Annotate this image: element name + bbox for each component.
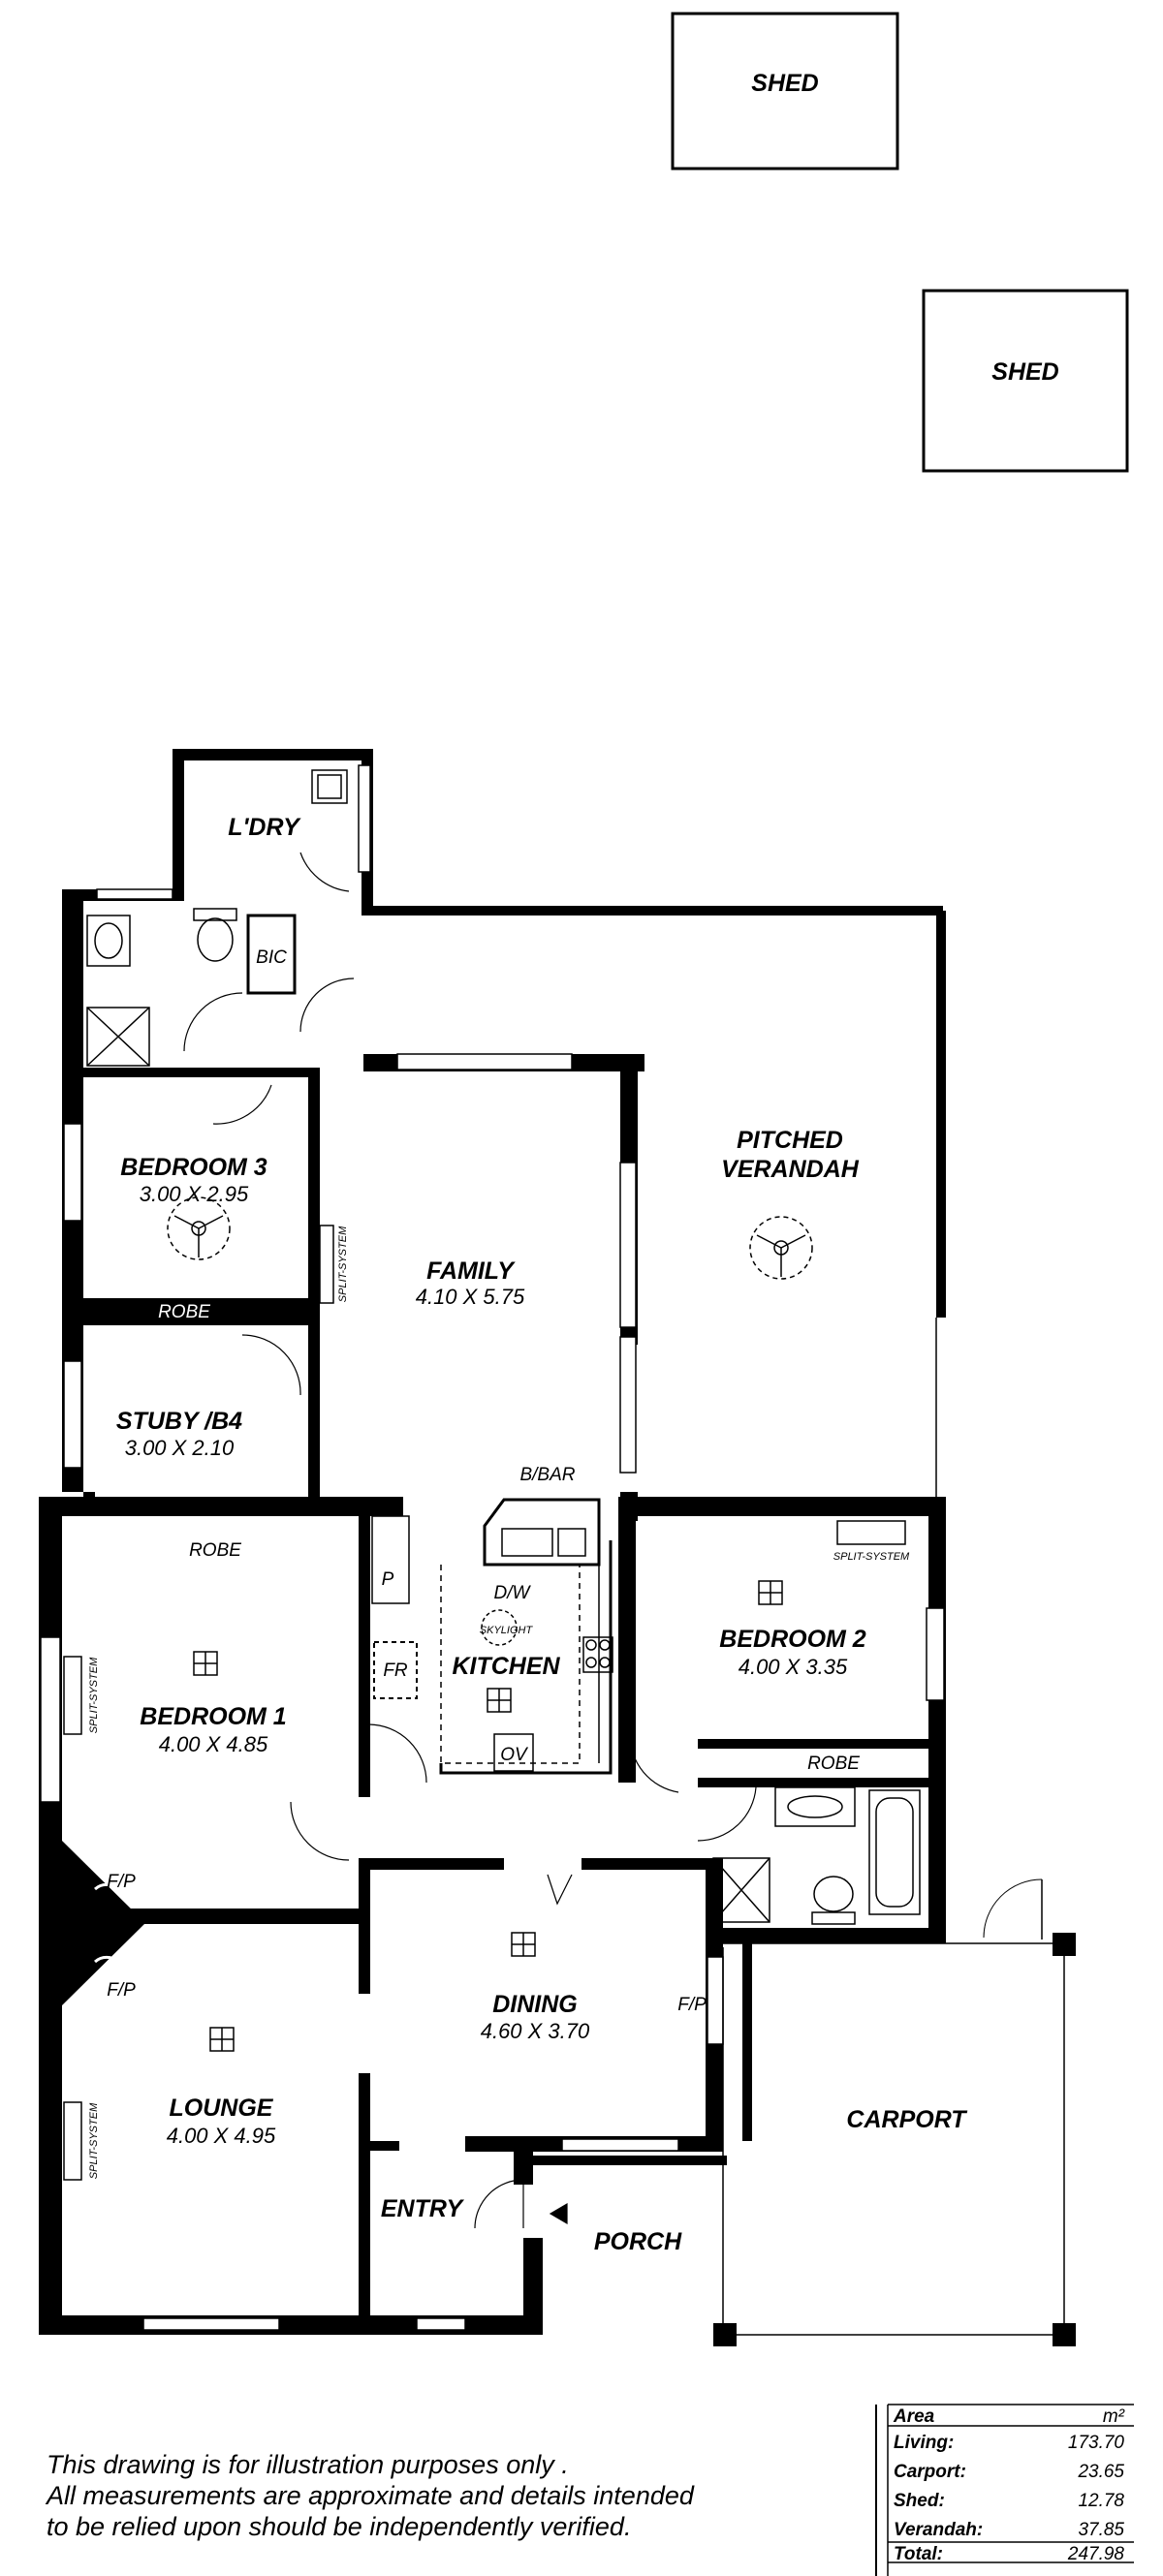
dining-name: DINING xyxy=(492,1991,578,2018)
pantry-label: P xyxy=(382,1569,394,1590)
area-row-value: 173.70 xyxy=(1068,2433,1125,2453)
area-row-value: 12.78 xyxy=(1078,2491,1124,2511)
family-name: FAMILY xyxy=(426,1257,516,1285)
skylight-label: SKYLIGHT xyxy=(480,1625,534,1636)
verandah-line2: VERANDAH xyxy=(721,1156,860,1183)
room-labels: L'DRY BIC BEDROOM 3 3.00 X 2.95 ROBE FAM… xyxy=(88,814,968,2255)
grid-icons xyxy=(193,1580,783,2052)
walls xyxy=(39,749,946,2335)
bedroom3-robe-label: ROBE xyxy=(158,1302,210,1322)
doors xyxy=(183,852,757,2229)
disclaimer-line3: to be relied upon should be independentl… xyxy=(47,2512,631,2541)
bedroom3-name: BEDROOM 3 xyxy=(120,1154,267,1181)
split-system-lounge-label: SPLIT-SYSTEM xyxy=(88,2102,100,2179)
entry-label: ENTRY xyxy=(381,2195,465,2222)
fp-dining-label: F/P xyxy=(677,1995,707,2015)
area-row-value: 23.65 xyxy=(1077,2462,1124,2482)
bathroom-fixtures xyxy=(86,769,921,1925)
carport-outline xyxy=(713,1878,1076,2346)
kitchen-fixtures xyxy=(371,1498,613,1775)
area-row-value: 37.85 xyxy=(1078,2520,1124,2540)
fridge-label: FR xyxy=(383,1660,408,1681)
area-row-label: Verandah: xyxy=(894,2520,983,2540)
fp-bottom-label: F/P xyxy=(107,1980,136,2001)
bedroom1-robe-label: ROBE xyxy=(189,1540,241,1561)
disclaimer-line2: All measurements are approximate and det… xyxy=(45,2481,695,2510)
shed-top-label: SHED xyxy=(751,70,818,97)
laundry-label: L'DRY xyxy=(228,814,301,841)
split-system-family-label: SPLIT-SYSTEM xyxy=(337,1226,349,1302)
area-row-label: Carport: xyxy=(894,2462,966,2482)
split-system-bed2-label: SPLIT-SYSTEM xyxy=(833,1551,910,1563)
ceiling-fan-bed3 xyxy=(167,1196,231,1260)
fp-top-label: F/P xyxy=(107,1872,136,1892)
windows xyxy=(40,764,945,2331)
lounge-dims: 4.00 X 4.95 xyxy=(167,2124,276,2148)
bedroom2-name: BEDROOM 2 xyxy=(719,1626,866,1653)
family-dims: 4.10 X 5.75 xyxy=(416,1285,525,1309)
split-system-bed1-label: SPLIT-SYSTEM xyxy=(88,1657,100,1733)
area-row-label: Shed: xyxy=(894,2491,945,2511)
area-header-unit: m² xyxy=(1103,2406,1125,2427)
dining-dims: 4.60 X 3.70 xyxy=(481,2019,590,2043)
carport-label: CARPORT xyxy=(846,2106,968,2133)
area-total-label: Total: xyxy=(894,2544,943,2564)
lounge-name: LOUNGE xyxy=(170,2095,274,2122)
ceiling-fan-verandah xyxy=(749,1216,813,1280)
shed-right: SHED xyxy=(922,289,1129,473)
area-header-label: Area xyxy=(893,2406,935,2427)
bedroom1-dims: 4.00 X 4.85 xyxy=(159,1732,268,1756)
fireplaces xyxy=(62,1841,145,2005)
bedroom3-dims: 3.00 X 2.95 xyxy=(140,1182,249,1206)
shed-top: SHED xyxy=(671,12,899,171)
verandah-outline xyxy=(373,910,937,1500)
area-row-label: Living: xyxy=(894,2433,954,2453)
ov-label: OV xyxy=(500,1745,529,1765)
dw-label: D/W xyxy=(494,1583,532,1603)
disclaimer: This drawing is for illustration purpose… xyxy=(45,2450,695,2541)
kitchen-label: KITCHEN xyxy=(452,1653,560,1680)
bedroom2-robe-label: ROBE xyxy=(807,1754,860,1774)
porch-label: PORCH xyxy=(594,2228,682,2255)
shed-right-label: SHED xyxy=(991,358,1058,386)
split-system-units xyxy=(63,1225,906,2181)
area-total-value: 247.98 xyxy=(1067,2544,1125,2564)
bic-label: BIC xyxy=(256,947,287,968)
study-dims: 3.00 X 2.10 xyxy=(125,1436,235,1460)
study-name: STUBY /B4 xyxy=(116,1408,242,1435)
bedroom1-name: BEDROOM 1 xyxy=(140,1703,286,1730)
verandah-line1: PITCHED xyxy=(737,1127,843,1154)
disclaimer-line1: This drawing is for illustration purpose… xyxy=(47,2450,569,2479)
bbar-label: B/BAR xyxy=(519,1465,575,1485)
bedroom2-dims: 4.00 X 3.35 xyxy=(739,1655,848,1679)
